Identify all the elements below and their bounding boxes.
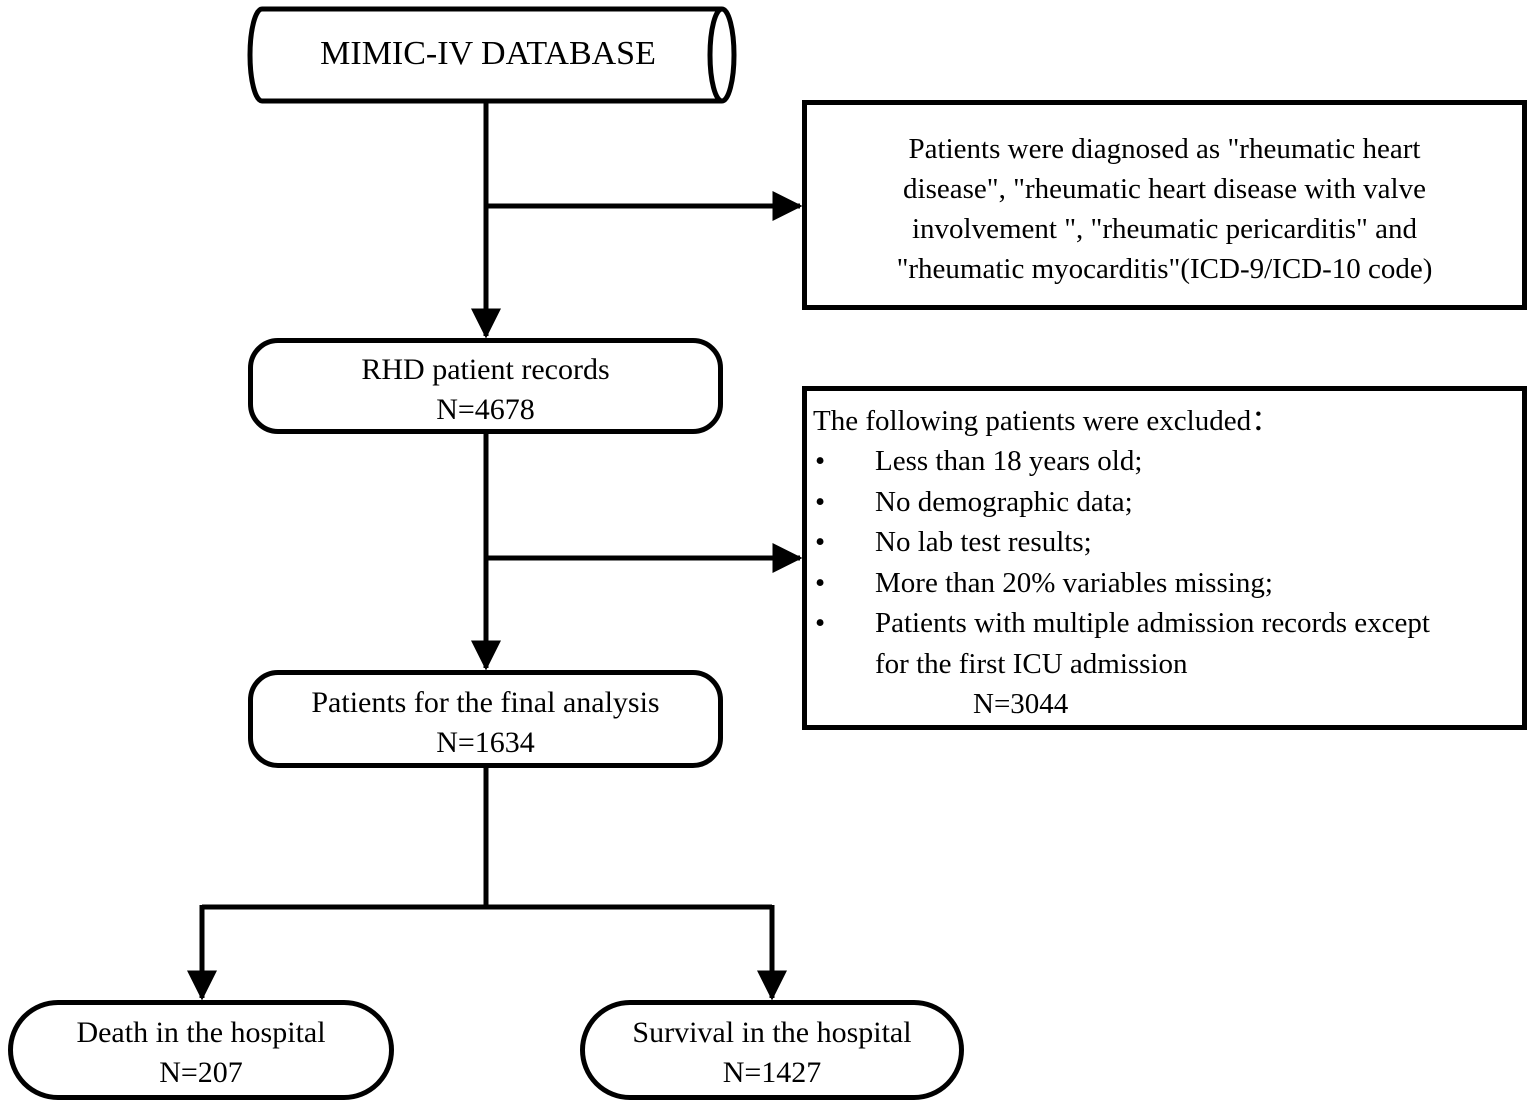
exclusion-item: •No lab test results;: [813, 522, 1522, 563]
bullet-icon: •: [815, 566, 826, 599]
inclusion-line: "rheumatic myocarditis"(ICD-9/ICD-10 cod…: [896, 253, 1433, 285]
exclusion-item: •Less than 18 years old;: [813, 441, 1522, 482]
final-analysis-title: Patients for the final analysis: [311, 686, 660, 719]
rhd-records-title: RHD patient records: [361, 353, 610, 386]
inclusion-line: involvement ", "rheumatic pericarditis" …: [912, 213, 1417, 245]
exclusion-item: •No demographic data;: [813, 482, 1522, 523]
death-title: Death in the hospital: [76, 1016, 326, 1049]
inclusion-criteria-box: Patients were diagnosed as "rheumatic he…: [802, 100, 1527, 310]
exclusion-item: •Patients with multiple admission record…: [813, 603, 1522, 684]
exclusion-heading: The following patients were excluded：: [813, 405, 1281, 437]
survival-title: Survival in the hospital: [632, 1016, 912, 1049]
database-shape: [247, 6, 737, 104]
bullet-icon: •: [815, 607, 826, 639]
rhd-records-count: N=4678: [436, 393, 535, 426]
final-analysis-box: Patients for the final analysis N=1634: [248, 670, 723, 768]
inclusion-line: Patients were diagnosed as "rheumatic he…: [908, 133, 1421, 165]
exclusion-criteria-box: The following patients were excluded： •L…: [802, 386, 1527, 730]
survival-count: N=1427: [722, 1056, 822, 1089]
survival-box: Survival in the hospital N=1427: [580, 1000, 964, 1100]
bullet-icon: •: [815, 485, 826, 518]
bullet-icon: •: [815, 526, 826, 558]
bullet-icon: •: [815, 445, 826, 477]
rhd-records-box: RHD patient records N=4678: [248, 338, 723, 434]
exclusion-count: N=3044: [973, 688, 1069, 720]
exclusion-list: •Less than 18 years old; •No demographic…: [813, 441, 1522, 684]
exclusion-item: •More than 20% variables missing;: [813, 563, 1522, 604]
inclusion-line: disease", "rheumatic heart disease with …: [903, 173, 1426, 205]
death-count: N=207: [159, 1056, 243, 1089]
death-box: Death in the hospital N=207: [8, 1000, 394, 1100]
final-analysis-count: N=1634: [436, 726, 535, 759]
database-label: MIMIC-IV DATABASE: [320, 35, 656, 72]
